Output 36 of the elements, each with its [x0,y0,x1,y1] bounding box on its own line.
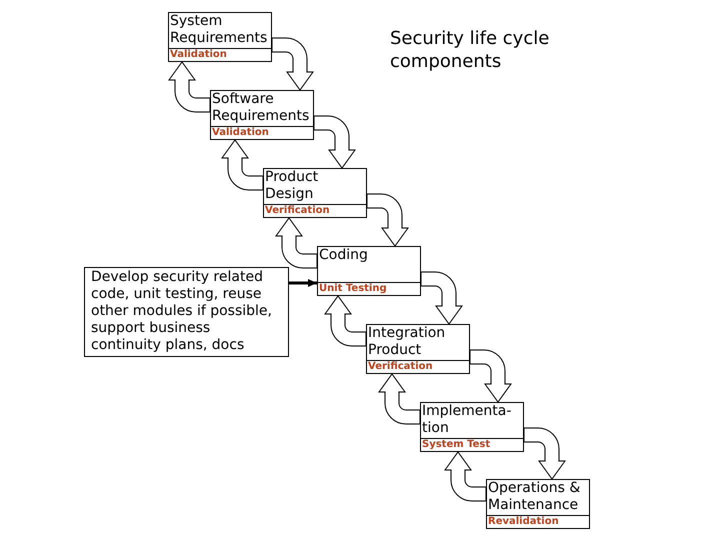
stage-name: Coding [318,247,369,265]
hollow-arrow [314,116,356,169]
stage-name: Product Design [264,169,320,204]
check-label: System Test [421,438,523,451]
hollow-arrow [524,428,566,480]
hollow-arrow [272,38,314,91]
arrow [289,279,317,287]
process-box [420,402,524,452]
hollow-arrow [324,295,366,346]
stage-name: Integration Product [367,325,446,360]
hollow-arrow [275,217,318,268]
hollow-arrow [470,350,512,403]
check-label: Revalidation [487,515,589,528]
hollow-arrow [420,272,463,325]
hollow-arrow [378,373,420,424]
hollow-arrow [444,451,486,502]
check-label: Validation [211,126,313,139]
hollow-arrow [366,194,409,247]
check-label: Verification [264,204,366,217]
check-label: Validation [169,48,271,61]
check-label: Unit Testing [318,282,420,295]
process-box [317,246,421,296]
title: Security life cycle components [390,27,550,73]
process-box [263,168,367,218]
stage-name: Operations & Maintenance [487,480,582,515]
process-box [210,90,314,140]
hollow-arrow [168,61,210,112]
stage-name: System Requirements [169,13,268,48]
process-box [486,479,590,529]
check-label: Verification [367,360,469,373]
stage-name: Software Requirements [211,91,310,126]
hollow-arrow [221,139,264,190]
stage-name: Implementa- tion [421,403,512,438]
note-text: Develop security related code, unit testing, reuse other modules if possible, support business continuity plans, docs [90,268,273,354]
process-box [366,324,470,374]
process-box [168,12,272,62]
